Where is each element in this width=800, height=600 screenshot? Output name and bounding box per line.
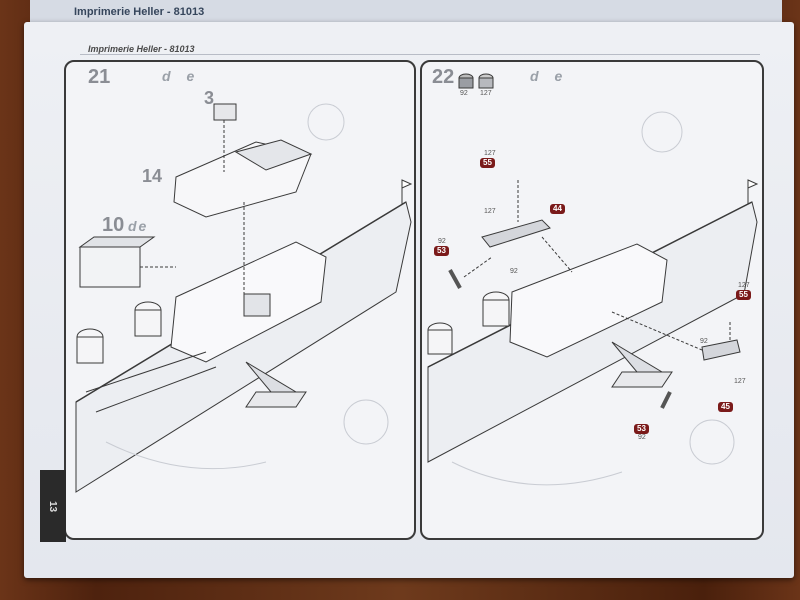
label-127-b: 127 — [484, 208, 496, 215]
label-127-c: 127 — [738, 282, 750, 289]
paint-92: 92 — [460, 90, 468, 97]
back-sheet-header: Imprimerie Heller - 81013 — [74, 6, 205, 18]
callout-part-3: 3 — [204, 88, 215, 108]
step-22-ship-drawing — [427, 73, 759, 486]
step-21-panel: 21 d e 3 14 10 de — [64, 60, 416, 540]
label-127-d: 127 — [734, 378, 746, 385]
paint-127: 127 — [480, 90, 492, 97]
header-rule — [80, 54, 760, 55]
badge-53-b: 53 — [634, 424, 649, 434]
step-22-number: 22 — [432, 66, 455, 88]
step-21-variants: d e — [162, 68, 201, 84]
badge-55-a: 55 — [480, 158, 495, 168]
badge-44: 44 — [550, 204, 565, 214]
step-22-variants: d e — [530, 68, 569, 84]
label-92-c: 92 — [700, 338, 708, 345]
badge-45: 45 — [718, 402, 733, 412]
page-number: 13 — [47, 500, 59, 512]
page-number-tab: 13 — [40, 470, 66, 542]
label-92-b: 92 — [510, 268, 518, 275]
callout-part-10-variants: de — [128, 218, 149, 234]
step-22-panel: 22 d e 92 127 127 55 127 44 92 53 92 127… — [420, 60, 764, 540]
badge-55-b: 55 — [736, 290, 751, 300]
page-header: Imprimerie Heller - 81013 — [88, 44, 195, 54]
callout-part-14: 14 — [142, 166, 163, 186]
label-92-d: 92 — [638, 434, 646, 441]
step-21-number: 21 — [88, 66, 111, 88]
label-127-a: 127 — [484, 150, 496, 157]
step-21-ship-drawing — [75, 103, 413, 493]
callout-part-10: 10 — [102, 214, 125, 236]
label-92-a: 92 — [438, 238, 446, 245]
badge-53-a: 53 — [434, 246, 449, 256]
